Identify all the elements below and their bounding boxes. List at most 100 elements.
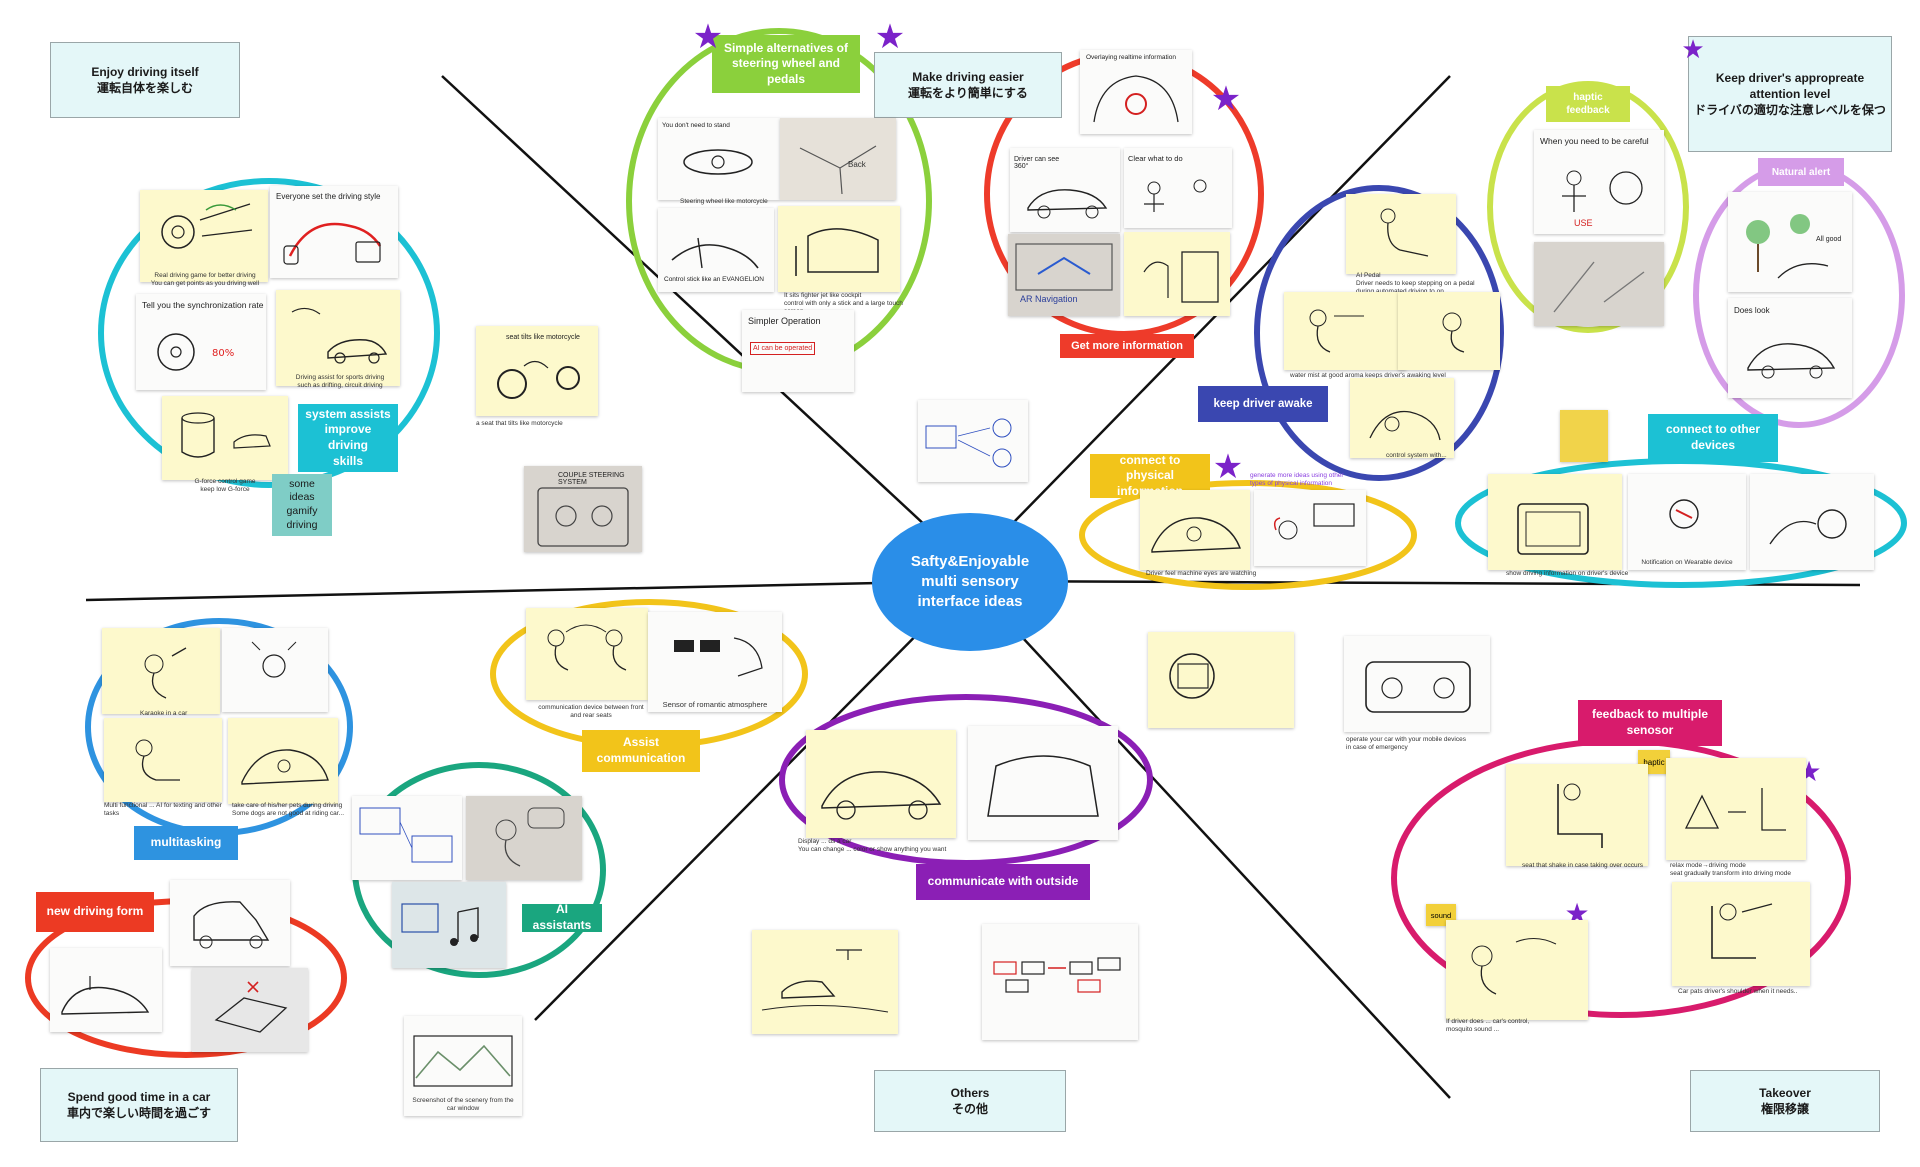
caption-mosquito: If driver does ... car's control, mosqui… [1446, 1018, 1530, 1034]
card-multi-func [104, 718, 222, 802]
sketch-ar-nav [1015, 243, 1113, 291]
sketch-karaoke [144, 647, 187, 699]
card-back: Back [780, 118, 896, 200]
sketch-text-overlaying: Overlaying realtime information [1086, 54, 1176, 61]
card-does-look: Does look [1728, 298, 1852, 398]
center-line-1: Safty&Enjoyable [910, 552, 1030, 570]
sketch-pats-shoulder [1711, 903, 1773, 959]
sketch-ai-pedal [1380, 208, 1429, 257]
sketch-romantic [674, 637, 763, 677]
card-sports-assist [276, 290, 400, 386]
card-haptic-photo [1534, 242, 1664, 326]
center-line-3: interface ideas [917, 593, 1023, 611]
card-sync-rate: Tell you the synchronization rate 80% [136, 294, 266, 390]
category-others: Others その他 [874, 1070, 1066, 1132]
sketch-link-device [1769, 509, 1847, 545]
category-enjoy-driving: Enjoy driving itself 運転自体を楽しむ [50, 42, 240, 118]
sketch-physical-alarm [1273, 503, 1355, 540]
sketch-driver-feel [1151, 517, 1242, 553]
divider-lower-left [534, 580, 971, 1021]
sketch-ai-buddy [495, 807, 565, 867]
sketch-text-back: Back [848, 160, 866, 169]
center-line-2: multi sensory [921, 572, 1019, 590]
sketch-text-ar-nav: AR Navigation [1020, 294, 1078, 304]
card-drone [752, 930, 898, 1034]
caption-scenery: Screenshot of the scenery from the car w… [412, 1097, 514, 1113]
caption-pats: Car pats driver's shoulder when it needs… [1678, 988, 1798, 995]
sketch-text-ai-pedal: AI can be operated [750, 342, 816, 355]
sketch-new-form-1 [193, 901, 270, 949]
caption-driver-feel: Driver feel machine eyes are watching [1146, 570, 1257, 577]
sketch-all-good [1746, 214, 1829, 279]
sketch-music-selector [401, 903, 479, 946]
sketch-ai-diagram [359, 807, 453, 863]
center-topic: Safty&Enjoyable multi sensory interface … [872, 513, 1068, 651]
sketch-seat-tilt [497, 360, 580, 399]
caption-driving-info-device: show driving information on driver's dev… [1506, 570, 1629, 577]
card-ai-buddy [466, 796, 582, 880]
sketch-text-driver-see: Driver can see 360° [1014, 156, 1060, 170]
caption-notif-wearable: Notification on Wearable device [1641, 559, 1733, 567]
caption-real-driving-game: Real driving game for better driving You… [150, 272, 260, 288]
divider-lower-right [969, 580, 1451, 1099]
sketch-back [799, 145, 877, 195]
sketch-new-form-2 [61, 976, 150, 1015]
card-control-stick: Control stick like an EVANGELION [658, 208, 774, 292]
label-feedback-multiple: feedback to multiple senosor [1578, 700, 1722, 746]
sketch-interactive-gui [925, 418, 1012, 468]
sketch-drone [761, 949, 889, 1013]
label-communicate-outside: communicate with outside [916, 864, 1090, 900]
label-haptic: haptic [1638, 750, 1670, 774]
sketch-text-seat-tilt: seat tilts like motorcycle [506, 334, 580, 341]
caption-mobile-control: operate your car with your mobile device… [1346, 736, 1466, 752]
card-careful: When you need to be careful USE [1534, 130, 1664, 234]
card-overlaying-info: Overlaying realtime information [1080, 50, 1192, 134]
caption-gforce: G-force control game keep low G-force [194, 478, 256, 494]
label-keep-driver-awake: keep driver awake [1198, 386, 1328, 422]
card-music-selector [392, 882, 506, 968]
star-icon: ★ [1212, 448, 1244, 486]
sketch-hand-driven [1169, 653, 1215, 699]
label-more-information: Get more information [1060, 334, 1194, 358]
sketch-text-couple: COUPLE STEERING SYSTEM [558, 472, 625, 486]
category-easier-ja: 運転をより簡単にする [908, 86, 1028, 100]
sketch-control-stick [671, 237, 759, 269]
sketch-video-chat [251, 641, 297, 678]
card-steering-moto: You don't need to stand [658, 118, 780, 200]
label-natural-alert: Natural alert [1758, 158, 1844, 186]
caption-romantic: Sensor of romantic atmosphere [662, 700, 768, 709]
sketch-mosquito [1471, 938, 1557, 995]
label-assist-communication: Assist communication [582, 730, 700, 772]
card-karaoke [102, 628, 220, 714]
sketch-steering-moto [683, 149, 753, 175]
sketch-careful [1562, 170, 1643, 212]
caption-sports-assist: Driving assist for sports driving such a… [295, 374, 385, 390]
sketch-driving-info-device [1517, 503, 1589, 555]
card-new-form-3 [192, 968, 308, 1052]
sketch-pets [241, 749, 329, 785]
sketch-driving-aroma [1442, 312, 1465, 353]
card-pets [228, 718, 338, 804]
cluster-ring-physical-info [1079, 480, 1417, 590]
sketch-sports-assist [291, 307, 388, 364]
card-physical-alarm [1254, 490, 1366, 566]
star-icon: ★ [1681, 34, 1705, 64]
card-romantic: Sensor of romantic atmosphere [648, 612, 782, 712]
divider-upper-right [969, 75, 1451, 568]
sketch-multi-func [135, 739, 180, 781]
sketch-text-sync: Tell you the synchronization rate [142, 300, 264, 310]
sketch-comm-front-rear [547, 624, 627, 671]
sketch-clear-what [1144, 179, 1207, 212]
card-mosquito [1446, 920, 1588, 1020]
category-takeover-en: Takeover [1759, 1085, 1811, 1100]
card-driver-see: Driver can see 360° [1010, 148, 1120, 232]
card-water-mist [1284, 292, 1406, 370]
sketch-text-use: USE [1574, 218, 1593, 228]
card-driving-info-device [1488, 474, 1622, 570]
sketch-text-does-look: Does look [1734, 306, 1770, 315]
card-pats-shoulder [1672, 882, 1810, 986]
card-control-system [1350, 378, 1454, 458]
sketch-couple-steering [537, 487, 629, 547]
category-takeover: Takeover 権限移譲 [1690, 1070, 1880, 1132]
